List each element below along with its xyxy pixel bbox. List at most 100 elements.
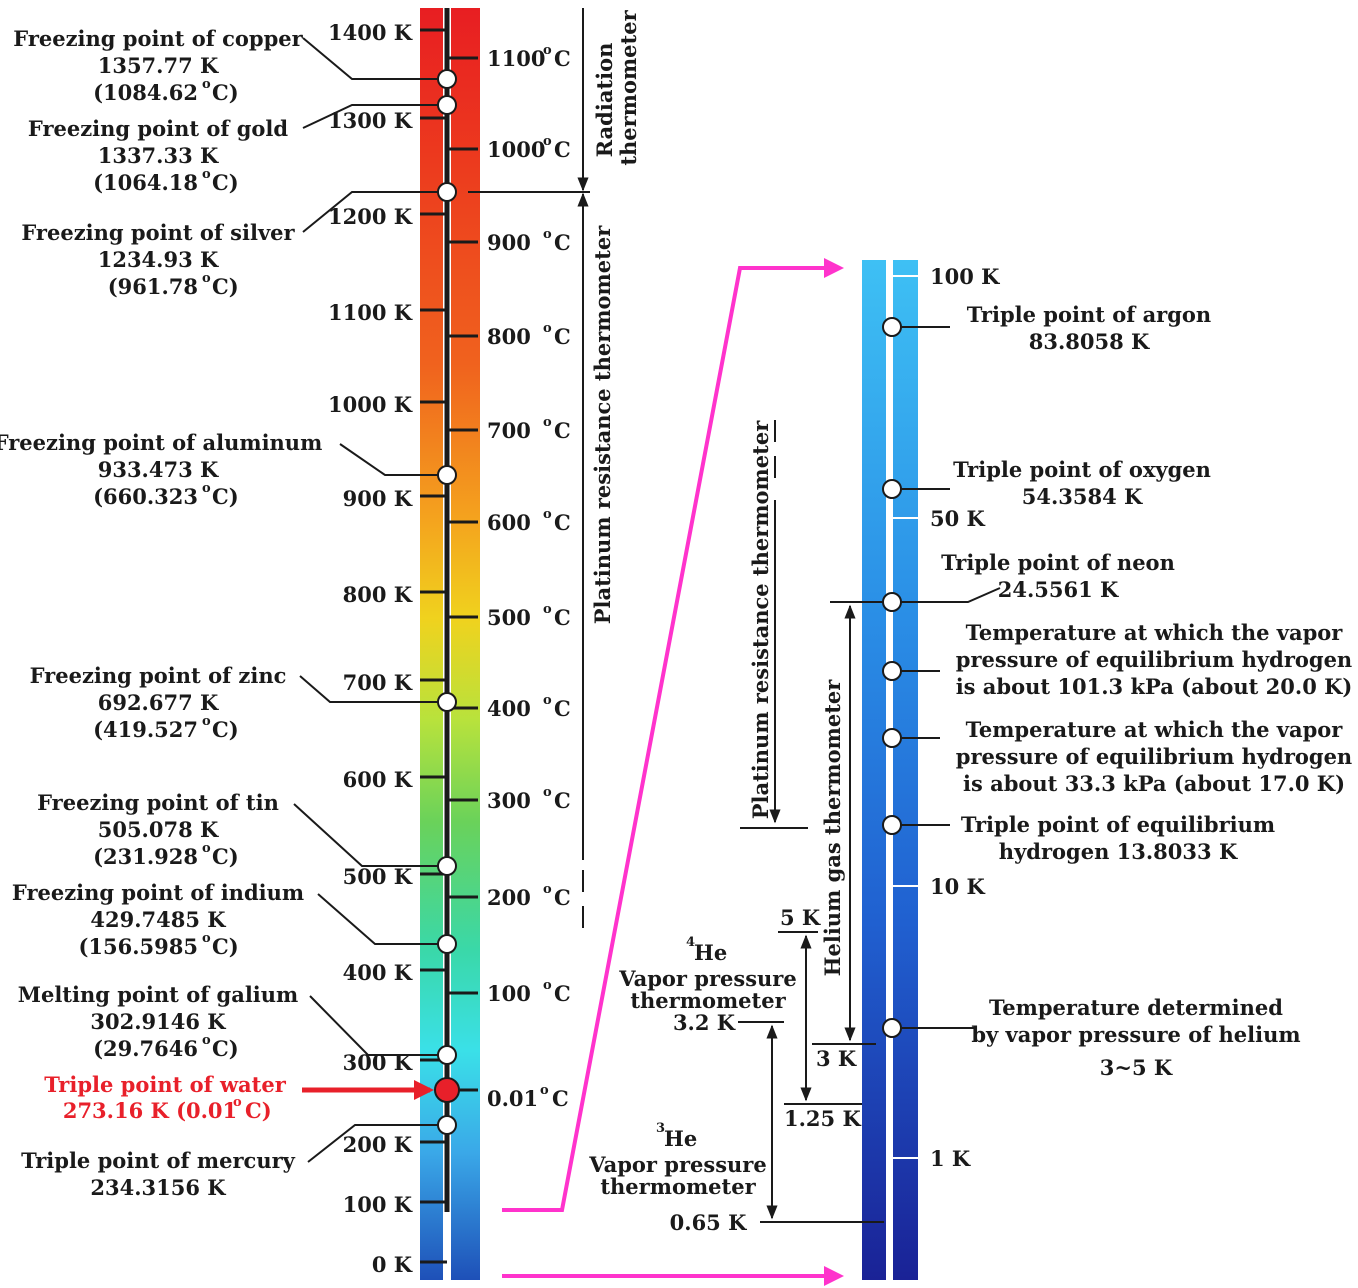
he3-limit-label: 0.65 K xyxy=(670,1210,747,1235)
fixed-point-marker xyxy=(437,1115,457,1135)
leader-line xyxy=(317,893,439,945)
degree-mark: o xyxy=(540,1083,549,1098)
celsius-unit: C xyxy=(552,1086,569,1111)
kelvin-tick-label: 600 K xyxy=(343,767,413,792)
fixed-point-celsius-unit: C) xyxy=(212,1036,239,1061)
fixed-point-celsius-unit: C) xyxy=(212,934,239,959)
celsius-unit: C xyxy=(554,788,571,813)
leader-line xyxy=(293,803,439,867)
degree-mark: o xyxy=(202,1033,211,1048)
he4-label-line3: thermometer xyxy=(630,988,786,1013)
kelvin-tick-label: 0 K xyxy=(372,1252,413,1277)
fixed-point-kelvin: 1337.33 K xyxy=(98,143,219,168)
he4-label-line2: Vapor pressure xyxy=(618,966,797,991)
fixed-point-name: Freezing point of copper xyxy=(13,26,303,51)
fixed-point-marker xyxy=(882,592,902,612)
fixed-point-celsius-unit: C) xyxy=(212,717,239,742)
fixed-point-celsius: (231.928 xyxy=(93,844,198,869)
celsius-tick-label: 600 xyxy=(487,510,531,535)
celsius-unit: C xyxy=(554,418,571,443)
degree-mark: o xyxy=(202,271,211,286)
celsius-tick-label: 900 xyxy=(487,230,531,255)
kelvin-tick-label: 1 K xyxy=(930,1146,971,1171)
fixed-point-name: Freezing point of silver xyxy=(21,220,295,245)
fixed-point-celsius-unit: C) xyxy=(212,80,239,105)
leader-line xyxy=(339,443,439,476)
fixed-point-line3: 3~5 K xyxy=(1100,1055,1173,1080)
kelvin-tick-label: 1100 K xyxy=(328,300,413,325)
fixed-point-line2: by vapor pressure of helium xyxy=(971,1022,1300,1047)
kelvin-tick-label: 1000 K xyxy=(328,392,413,417)
fixed-point-marker xyxy=(437,465,457,485)
kelvin-tick-label: 100 K xyxy=(343,1192,413,1217)
kelvin-tick-label: 700 K xyxy=(343,670,413,695)
fixed-point-name: Freezing point of indium xyxy=(12,880,304,905)
water-triple-point-marker xyxy=(434,1077,460,1103)
he4-upper-limit: 5 K xyxy=(780,905,821,930)
celsius-tick-label: 300 xyxy=(487,788,531,813)
degree-mark: o xyxy=(543,507,552,522)
celsius-unit: C xyxy=(554,324,571,349)
kelvin-tick-label: 300 K xyxy=(343,1050,413,1075)
celsius-tick-label: 200 xyxy=(487,885,531,910)
kelvin-tick-label: 200 K xyxy=(343,1132,413,1157)
fixed-point-marker xyxy=(437,182,457,202)
fixed-point-kelvin: 933.473 K xyxy=(98,457,219,482)
celsius-tick-label: 400 xyxy=(487,696,531,721)
degree-mark: o xyxy=(543,602,552,617)
fixed-point-marker xyxy=(437,692,457,712)
fixed-point-celsius-unit: C) xyxy=(212,170,239,195)
fixed-point-celsius-unit: C) xyxy=(245,1098,272,1123)
fixed-point-marker xyxy=(882,479,902,499)
degree-mark: o xyxy=(202,167,211,182)
leader-line xyxy=(309,995,439,1056)
fixed-point-marker xyxy=(437,934,457,954)
degree-mark: o xyxy=(543,43,552,58)
fixed-point-name: Triple point of water xyxy=(44,1072,287,1097)
kelvin-tick-label: 900 K xyxy=(343,486,413,511)
celsius-tick-label: 1000 xyxy=(487,137,545,162)
fixed-point-kelvin: 302.9146 K xyxy=(90,1009,226,1034)
fixed-point-line1: Triple point of neon xyxy=(941,550,1175,575)
fixed-point-line3: is about 101.3 kPa (about 20.0 K) xyxy=(956,674,1353,699)
kelvin-tick-label: 800 K xyxy=(343,582,413,607)
kelvin-tick-label: 1300 K xyxy=(328,108,413,133)
fixed-point-name: Freezing point of gold xyxy=(28,116,288,141)
platinum-thermometer-label-left: Platinum resistance thermometer xyxy=(590,225,615,624)
fixed-point-marker xyxy=(437,69,457,89)
celsius-unit: C xyxy=(554,510,571,535)
fixed-point-marker xyxy=(437,856,457,876)
helium-gas-lower-limit: 3 K xyxy=(816,1046,857,1071)
fixed-point-line1: Temperature determined xyxy=(989,995,1283,1020)
fixed-point-line1: Triple point of equilibrium xyxy=(961,812,1275,837)
degree-mark: o xyxy=(543,693,552,708)
kelvin-tick-label: 50 K xyxy=(930,506,986,531)
degree-mark: o xyxy=(202,481,211,496)
fixed-point-marker xyxy=(882,728,902,748)
fixed-point-line2: 24.5561 K xyxy=(998,577,1119,602)
leader-line xyxy=(302,37,439,80)
fixed-point-line3: is about 33.3 kPa (about 17.0 K) xyxy=(963,771,1345,796)
degree-mark: o xyxy=(543,882,552,897)
fixed-point-celsius: (1064.18 xyxy=(93,170,198,195)
fixed-point-marker xyxy=(882,1018,902,1038)
he4-limit-label: 3.2 K xyxy=(673,1010,736,1035)
celsius-tick-label: 800 xyxy=(487,324,531,349)
celsius-tick-label: 700 xyxy=(487,418,531,443)
fixed-point-name: Freezing point of tin xyxy=(37,790,279,815)
fixed-point-kelvin: 1357.77 K xyxy=(98,53,219,78)
right-scale-divider xyxy=(886,260,893,1280)
celsius-unit: C xyxy=(554,230,571,255)
radiation-thermometer-label-2: thermometer xyxy=(616,9,641,165)
fixed-point-name: Melting point of galium xyxy=(18,982,299,1007)
celsius-unit: C xyxy=(554,981,571,1006)
degree-mark: o xyxy=(543,227,552,242)
degree-mark: o xyxy=(233,1095,242,1110)
fixed-point-celsius-unit: C) xyxy=(212,844,239,869)
celsius-unit: C xyxy=(554,696,571,721)
fixed-point-name: Triple point of mercury xyxy=(21,1148,296,1173)
fixed-point-line2: pressure of equilibrium hydrogen xyxy=(956,647,1352,672)
